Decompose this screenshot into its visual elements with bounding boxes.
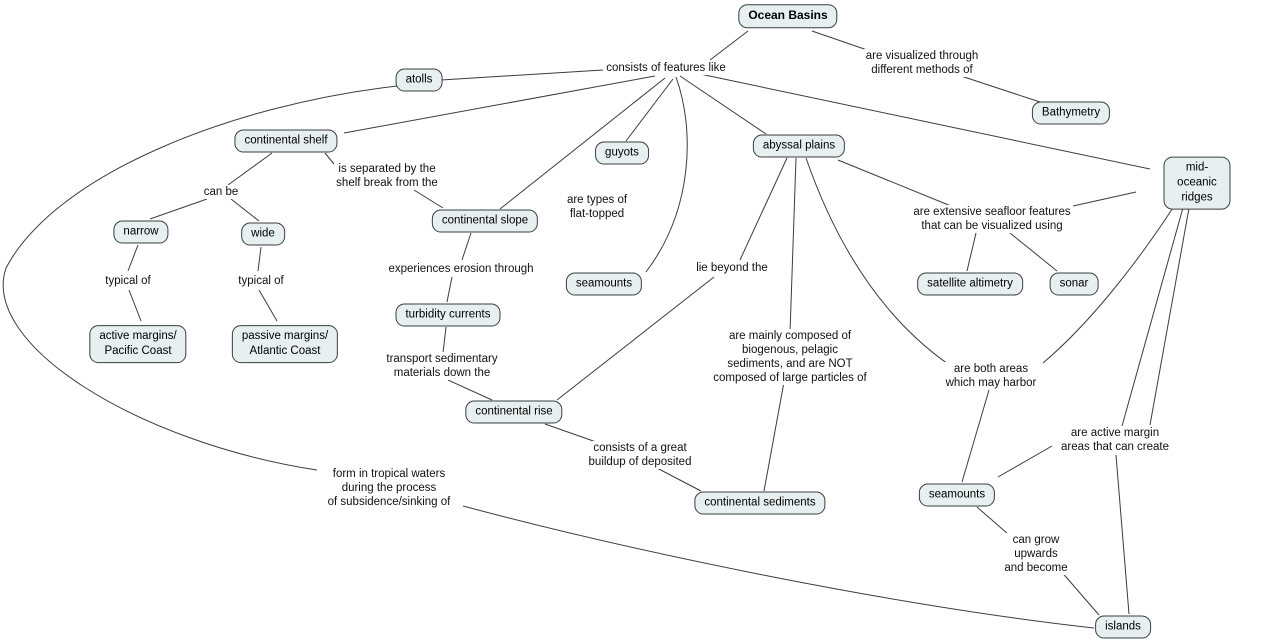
- edge-slope-to-erosion: [461, 232, 472, 261]
- phrase-typical-of-left[interactable]: typical of: [103, 273, 153, 289]
- concept-satellite-altimetry[interactable]: satellite altimetry: [917, 272, 1023, 296]
- phrase-lie-beyond[interactable]: lie beyond the: [694, 260, 770, 276]
- edge-can-be-to-wide: [230, 198, 260, 222]
- phrase-visualized-through[interactable]: are visualized through different methods…: [863, 48, 981, 78]
- edge-turbidity-to-transport: [442, 326, 447, 354]
- edge-consists-to-continental-slope: [499, 77, 666, 210]
- edge-consists-to-mid-oceanic-ridges: [699, 73, 1151, 170]
- phrase-mainly-composed[interactable]: are mainly composed of biogenous, pelagi…: [711, 328, 869, 386]
- concept-guyots[interactable]: guyots: [595, 141, 649, 165]
- phrase-erosion-through[interactable]: experiences erosion through: [386, 261, 536, 277]
- edge-ridges-to-active-margin-a: [1121, 196, 1187, 427]
- phrase-can-be[interactable]: can be: [201, 184, 241, 200]
- edge-abyssal-to-both-areas: [805, 157, 949, 365]
- edge-consists-to-atolls: [440, 69, 604, 81]
- concept-seamounts-upper[interactable]: seamounts: [565, 272, 643, 296]
- concept-abyssal-plains[interactable]: abyssal plains: [752, 134, 846, 158]
- phrase-separated-by[interactable]: is separated by the shelf break from the: [334, 161, 440, 191]
- edge-ocean-basins-to-consists: [709, 30, 749, 61]
- phrase-active-margin-create[interactable]: are active margin areas that can create: [1058, 425, 1172, 455]
- edge-extensive-to-sonar: [1009, 232, 1058, 272]
- edge-atolls-to-tropical: [2, 85, 398, 471]
- phrase-typical-of-right[interactable]: typical of: [236, 273, 286, 289]
- phrase-consists-of-features[interactable]: consists of features like: [604, 60, 728, 76]
- edge-transport-to-rise: [447, 379, 493, 401]
- concept-sonar[interactable]: sonar: [1049, 272, 1099, 296]
- edge-separated-to-slope: [413, 189, 444, 209]
- edge-wide-to-typical: [257, 246, 262, 272]
- concept-active-margins[interactable]: active margins/ Pacific Coast: [89, 325, 187, 363]
- concept-continental-shelf[interactable]: continental shelf: [234, 129, 338, 153]
- edge-ridges-to-both-areas: [1042, 196, 1181, 364]
- concept-passive-margins[interactable]: passive margins/ Atlantic Coast: [231, 325, 339, 363]
- edge-ridges-to-active-margin-b: [1149, 196, 1192, 426]
- edge-can-be-to-narrow: [149, 198, 208, 220]
- edge-abyssal-to-lie-beyond: [739, 157, 788, 261]
- edge-grow-to-islands: [1059, 569, 1100, 616]
- edge-ocean-basins-to-visualized: [811, 30, 874, 53]
- edge-active-margin-to-seamounts-lower: [997, 445, 1053, 478]
- concept-continental-sediments[interactable]: continental sediments: [694, 491, 826, 515]
- edge-active-margin-to-islands: [1115, 454, 1130, 615]
- phrase-tropical-waters[interactable]: form in tropical waters during the proce…: [325, 466, 453, 510]
- phrase-grow-upwards[interactable]: can grow upwards and become: [1002, 532, 1070, 576]
- concept-wide[interactable]: wide: [241, 222, 285, 246]
- edge-both-areas-to-seamounts-lower: [961, 389, 990, 483]
- edge-abyssal-to-mainly: [789, 157, 797, 334]
- edge-typical-to-passive-margins: [258, 289, 278, 322]
- concept-continental-slope[interactable]: continental slope: [431, 209, 539, 233]
- concept-atolls[interactable]: atolls: [395, 68, 443, 92]
- edge-buildup-to-sediments: [654, 466, 702, 492]
- edge-abyssal-to-extensive: [837, 159, 952, 207]
- concept-ocean-basins[interactable]: Ocean Basins: [738, 4, 838, 28]
- phrase-types-of-flat-topped[interactable]: are types of flat-topped: [564, 192, 630, 222]
- edge-shelf-to-separated: [324, 152, 335, 165]
- edge-consists-to-abyssal-plains: [679, 75, 767, 135]
- edge-visualized-to-bathymetry: [957, 74, 1041, 103]
- phrase-transport-sedimentary[interactable]: transport sedimentary materials down the: [384, 351, 500, 381]
- edge-tropical-to-islands: [462, 505, 1095, 629]
- edge-shelf-to-can-be: [227, 152, 273, 186]
- concept-mid-oceanic-ridges[interactable]: mid-oceanic ridges: [1163, 156, 1231, 210]
- edge-consists-to-continental-shelf: [343, 75, 656, 134]
- concept-continental-rise[interactable]: continental rise: [465, 400, 563, 424]
- edge-consists-to-seamounts-upper: [645, 76, 688, 273]
- concept-bathymetry[interactable]: Bathymetry: [1031, 101, 1111, 125]
- edge-seamounts-lower-to-grow: [976, 506, 1009, 535]
- edge-ridges-to-extensive: [1072, 191, 1137, 207]
- edge-narrow-to-typical: [127, 244, 139, 272]
- edge-typical-to-active-margins: [128, 289, 142, 322]
- phrase-buildup-deposited[interactable]: consists of a great buildup of deposited: [586, 440, 694, 470]
- edge-rise-to-buildup: [544, 423, 600, 444]
- edge-mainly-to-sediments: [763, 381, 785, 492]
- concept-islands[interactable]: islands: [1095, 615, 1151, 639]
- phrase-extensive-features[interactable]: are extensive seafloor features that can…: [911, 204, 1073, 234]
- concept-narrow[interactable]: narrow: [113, 220, 169, 244]
- edge-erosion-to-turbidity: [446, 276, 453, 303]
- edge-extensive-to-satellite: [966, 232, 977, 272]
- phrase-both-areas[interactable]: are both areas which may harbor: [943, 361, 1039, 391]
- edge-lie-beyond-to-rise: [556, 276, 715, 401]
- concept-turbidity-currents[interactable]: turbidity currents: [395, 303, 501, 327]
- concept-seamounts-lower[interactable]: seamounts: [918, 483, 996, 507]
- edge-consists-to-guyots: [625, 78, 674, 142]
